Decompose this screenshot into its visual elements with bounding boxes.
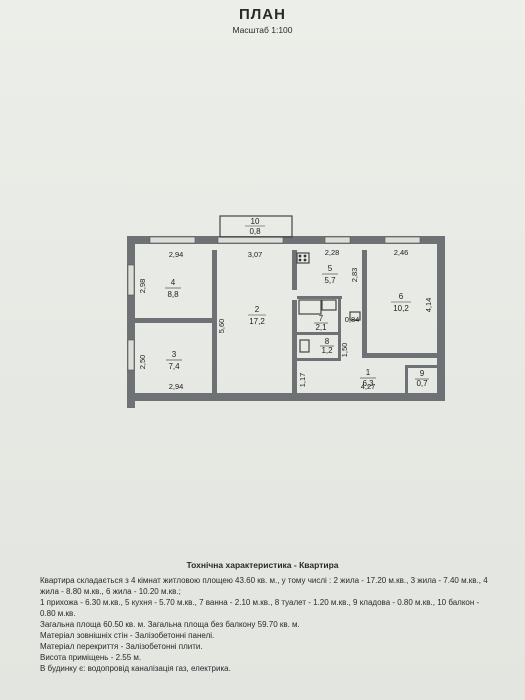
characteristics-text: Квартира складається з 4 кімнат житловою…: [40, 575, 495, 674]
char-line: В будинку є: водопровід каналізація газ,…: [40, 664, 231, 673]
svg-text:0,8: 0,8: [249, 227, 261, 236]
svg-text:6: 6: [399, 292, 404, 301]
wall-left: [127, 236, 135, 408]
svg-text:2,1: 2,1: [315, 323, 327, 332]
room-2: 2 17,2: [248, 305, 266, 326]
dim-bath-width: 0,84: [345, 315, 360, 324]
svg-text:1: 1: [366, 368, 371, 377]
wall-bath-right: [338, 296, 341, 360]
dim-hall-width: 1,17: [298, 373, 307, 388]
wall-bath-toilet: [297, 332, 341, 335]
char-line: Загальна площа 60.50 кв. м. Загальна пло…: [40, 620, 300, 629]
wall-bath-top: [297, 296, 342, 299]
dim-room2-height: 5,60: [217, 319, 226, 334]
svg-text:17,2: 17,2: [249, 317, 265, 326]
wall-toilet-bottom: [297, 358, 341, 361]
dim-top-left: 2,94: [169, 250, 184, 259]
svg-text:10,2: 10,2: [393, 304, 409, 313]
svg-text:10: 10: [251, 217, 260, 226]
char-line: Матеріал перекриття - Залізобетонні плит…: [40, 642, 203, 651]
plan-title: ПЛАН: [239, 6, 286, 23]
dim-top-middle: 3,07: [248, 250, 263, 259]
room-7: 7 2,1: [314, 314, 328, 332]
svg-text:5: 5: [328, 264, 333, 273]
wall-room2-left: [212, 250, 217, 393]
svg-text:3: 3: [172, 350, 177, 359]
svg-text:5,7: 5,7: [324, 276, 336, 285]
bathtub: [298, 299, 322, 315]
dim-bottom-left: 2,94: [169, 382, 184, 391]
svg-text:7,4: 7,4: [168, 362, 180, 371]
wall-storage: [405, 365, 408, 393]
dim-toilet-height: 1,50: [340, 343, 349, 358]
wall-room4-room3: [135, 318, 213, 323]
room-6: 6 10,2: [391, 292, 411, 313]
wall-bath-left: [292, 300, 297, 393]
char-line: Висота приміщень - 2.55 м.: [40, 653, 142, 662]
room-8: 8 1,2: [320, 337, 334, 355]
wall-kitchen-left: [292, 250, 297, 290]
dim-room3-height: 2,50: [138, 355, 147, 370]
char-line: Матеріал зовнішніх стін - Залізобетонні …: [40, 631, 215, 640]
dim-hall-length: 4,27: [361, 382, 376, 391]
char-line: 1 прихожа - 6.30 м.кв., 5 кухня - 5.70 м…: [40, 598, 480, 618]
svg-text:4: 4: [171, 278, 176, 287]
svg-text:2: 2: [255, 305, 260, 314]
svg-text:9: 9: [420, 369, 425, 378]
dim-top-right: 2,46: [394, 248, 409, 257]
svg-text:1,2: 1,2: [321, 346, 333, 355]
svg-text:0,7: 0,7: [416, 379, 428, 388]
dim-top-kitchen: 2,28: [325, 248, 340, 257]
balcony: [219, 215, 293, 238]
wall-bottom: [127, 393, 445, 401]
svg-text:8,8: 8,8: [167, 290, 179, 299]
sink: [349, 311, 361, 321]
dim-kitchen-height: 2,83: [350, 268, 359, 283]
room-4: 4 8,8: [165, 278, 181, 299]
svg-text:6,3: 6,3: [362, 379, 374, 388]
wall-top: [127, 236, 445, 244]
room-1: 1 6,3: [360, 368, 376, 388]
room-3: 3 7,4: [166, 350, 182, 371]
stove: [296, 252, 310, 264]
wall-right: [437, 244, 445, 394]
plan-scale: Масштаб 1:100: [232, 25, 293, 35]
room-5: 5 5,7: [322, 264, 338, 285]
characteristics-title: Тохнічна характеристика - Квартира: [186, 560, 339, 570]
wall-room6-left: [362, 250, 367, 358]
wall-room6-bottom: [362, 353, 440, 358]
dim-room4-height: 2,98: [138, 279, 147, 294]
char-line: Квартира складається з 4 кімнат житловою…: [40, 576, 488, 596]
room-10: 10 0,8: [245, 217, 265, 236]
room-9: 9 0,7: [415, 369, 429, 388]
svg-text:8: 8: [325, 337, 330, 346]
dim-room6-height: 4,14: [424, 298, 433, 313]
svg-text:7: 7: [319, 314, 324, 323]
toilet-fixture: [299, 339, 310, 353]
